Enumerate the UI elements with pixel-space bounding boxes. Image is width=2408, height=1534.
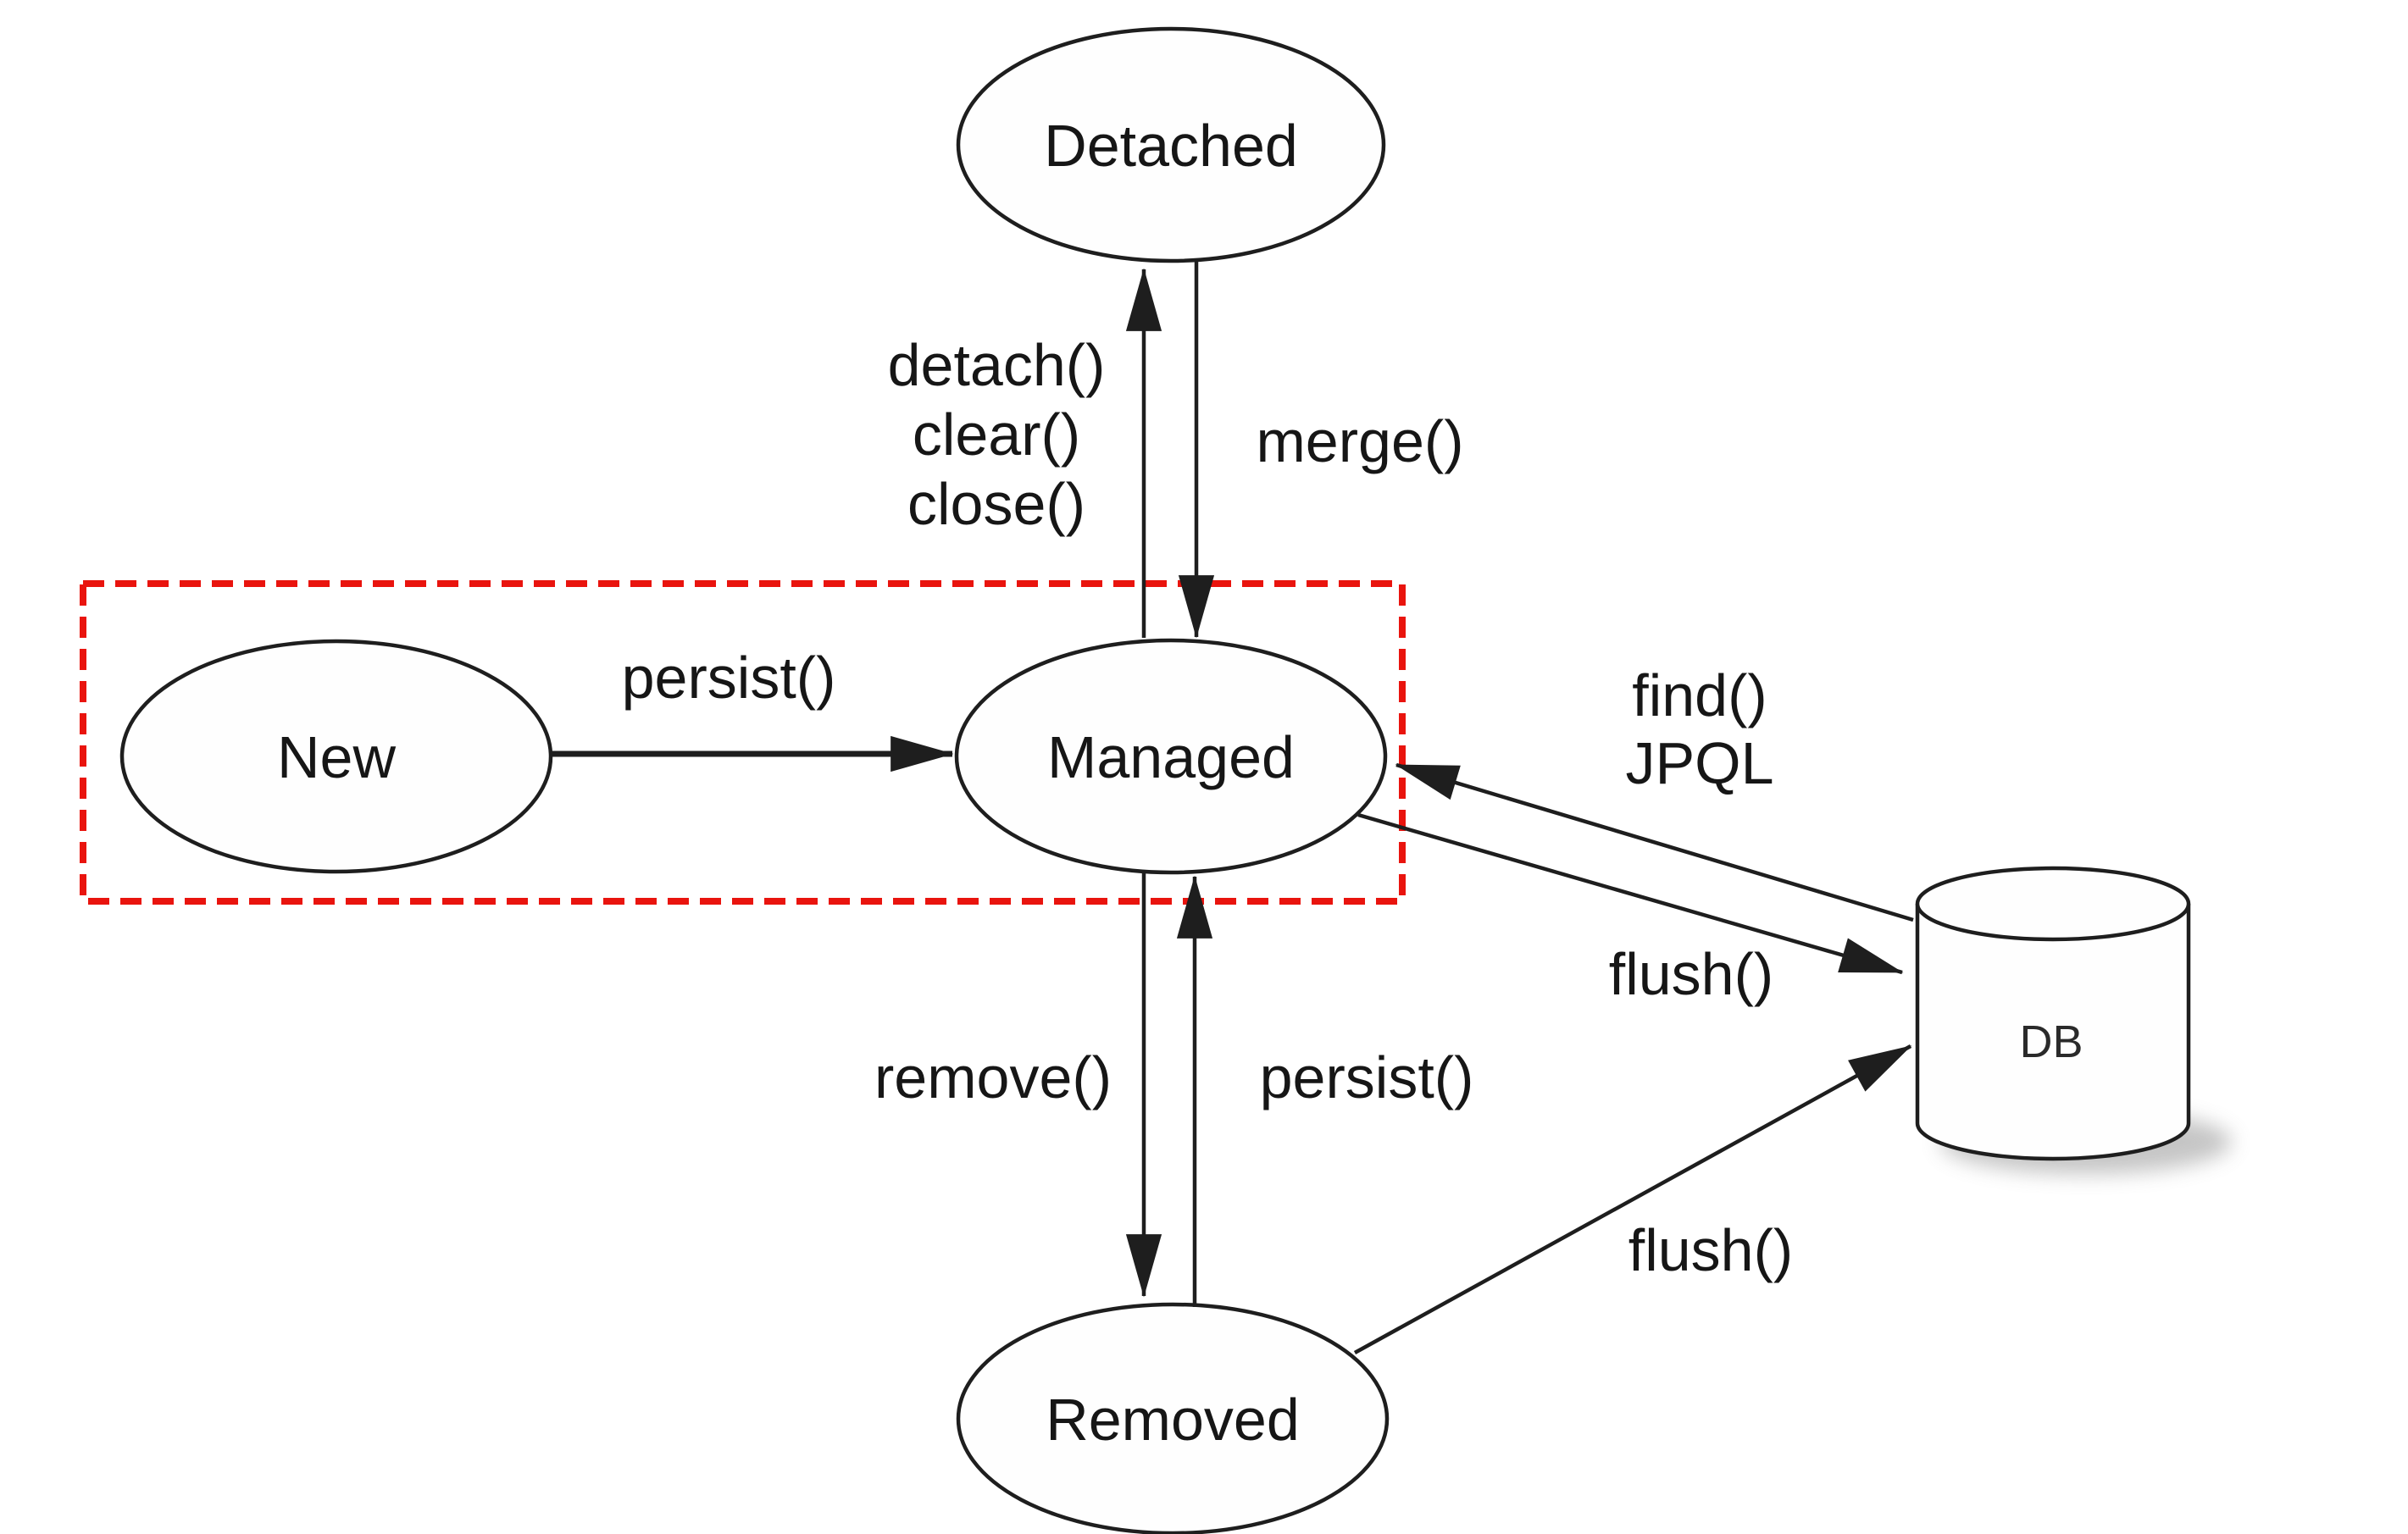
edge-label-merge: merge() xyxy=(1256,408,1463,474)
node-detached xyxy=(956,26,1386,263)
edge-removed-to-db xyxy=(1353,1044,1912,1354)
highlight-box xyxy=(80,580,1406,905)
edge-label-find: find() xyxy=(1632,662,1767,728)
edge-label-close: close() xyxy=(907,471,1085,537)
edge-label-flush-managed: flush() xyxy=(1609,941,1773,1007)
node-managed-label: Managed xyxy=(1047,724,1295,790)
node-detached-label: Detached xyxy=(1044,113,1298,179)
edge-label-jpql: JPQL xyxy=(1625,730,1773,796)
node-db xyxy=(1915,866,2191,1161)
edge-label-persist-removed: persist() xyxy=(1260,1044,1474,1110)
node-new-label: New xyxy=(277,724,396,790)
edge-managed-to-db xyxy=(1357,812,1904,975)
node-db-label: DB xyxy=(2019,1016,2083,1067)
edge-label-flush-removed: flush() xyxy=(1628,1217,1793,1283)
db-cylinder-top xyxy=(1915,866,2191,942)
edge-label-clear: clear() xyxy=(913,401,1080,468)
edge-label-detach: detach() xyxy=(888,332,1106,398)
edge-label-remove: remove() xyxy=(874,1044,1112,1110)
edge-db-to-managed xyxy=(1395,762,1914,922)
node-removed-label: Removed xyxy=(1046,1387,1300,1453)
db-cylinder-body xyxy=(1915,904,2191,1161)
node-removed xyxy=(956,1302,1390,1534)
node-managed xyxy=(954,638,1388,875)
edge-label-persist-new: persist() xyxy=(622,645,836,711)
